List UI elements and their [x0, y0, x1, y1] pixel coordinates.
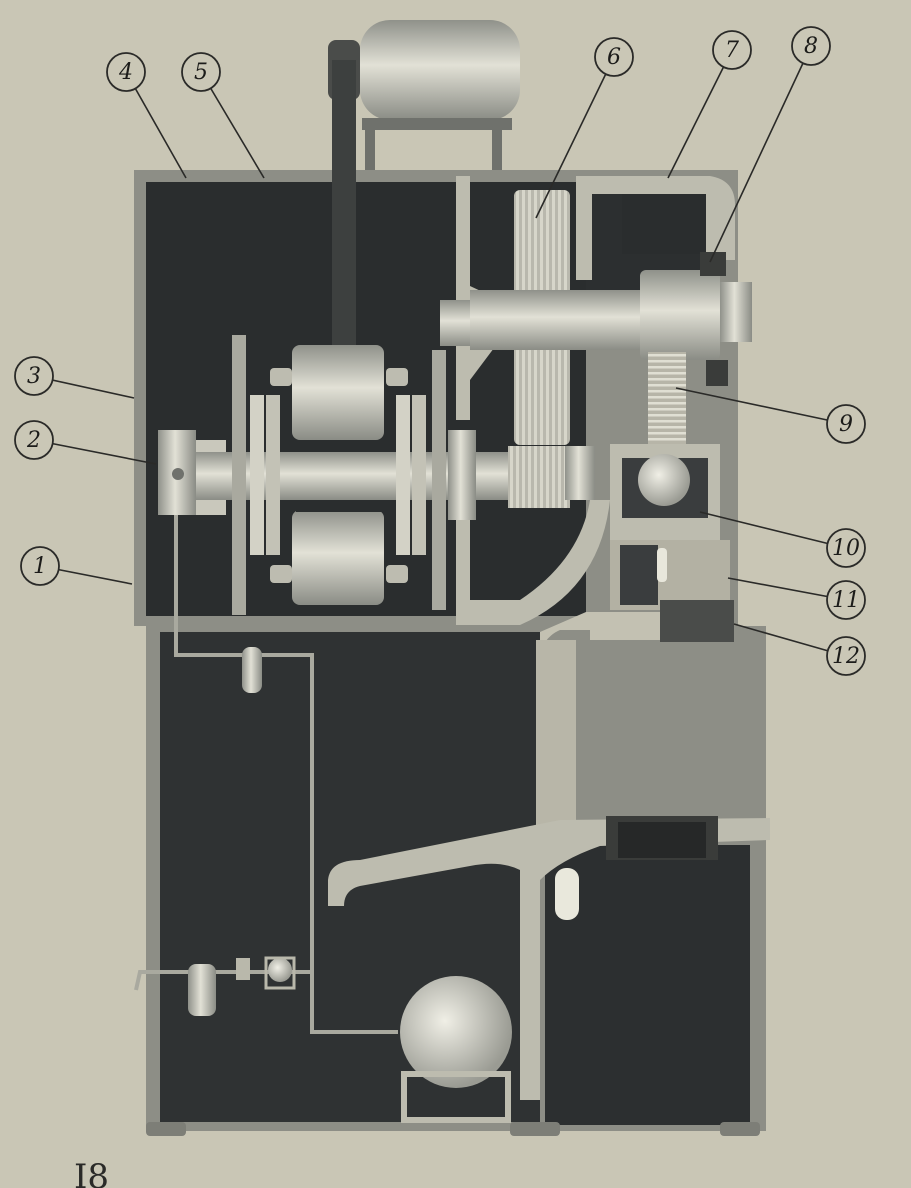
- callout-number: 12: [832, 644, 860, 669]
- callout-number: 9: [839, 412, 853, 437]
- callout-number: 10: [832, 536, 860, 561]
- callout-circle: [14, 356, 54, 396]
- callout-circle: [712, 30, 752, 70]
- callout-number: 8: [804, 34, 818, 59]
- callout-number: 6: [607, 45, 621, 70]
- callout-leader: [125, 71, 187, 179]
- figure-mark: I8: [74, 1157, 109, 1188]
- callout-leader: [667, 49, 733, 179]
- callout-7: 7: [667, 30, 752, 179]
- callout-leader: [727, 577, 847, 601]
- callout-10: 10: [699, 511, 866, 568]
- callout-3: 3: [14, 356, 135, 399]
- callout-circle: [791, 26, 831, 66]
- callout-circle: [14, 420, 54, 460]
- right-motor: [606, 816, 718, 860]
- oil-line: [134, 515, 398, 1034]
- callout-leader: [200, 71, 265, 179]
- callout-8: 8: [709, 26, 831, 263]
- callout-leader: [699, 511, 847, 549]
- callout-circle: [594, 37, 634, 77]
- callout-6: 6: [535, 37, 634, 219]
- callout-number: 1: [33, 554, 47, 579]
- output-shaft: [440, 252, 752, 386]
- callout-5: 5: [181, 52, 265, 179]
- callout-11: 11: [727, 577, 866, 620]
- callout-12: 12: [733, 623, 866, 676]
- callout-leader: [709, 45, 812, 263]
- ball-bearing: [610, 444, 720, 540]
- callout-number: 11: [832, 588, 860, 613]
- callout-number: 2: [26, 428, 41, 453]
- clutch-assembly: [158, 335, 595, 615]
- pump-motor: [400, 976, 512, 1123]
- side-housing: [590, 540, 734, 642]
- callout-circle: [826, 636, 866, 676]
- callout-number: 3: [27, 364, 41, 389]
- callout-leader: [33, 439, 157, 465]
- callout-2: 2: [14, 420, 157, 465]
- callout-9: 9: [675, 387, 866, 444]
- callout-leader: [675, 387, 847, 425]
- callout-number: 7: [725, 38, 739, 63]
- callout-circle: [826, 580, 866, 620]
- callout-circle: [106, 52, 146, 92]
- callout-number: 5: [194, 60, 208, 85]
- gear-housing: [456, 176, 735, 625]
- callout-1: 1: [20, 546, 133, 586]
- support-arm: [328, 818, 770, 1100]
- callout-circle: [20, 546, 60, 586]
- callout-leader: [535, 56, 615, 219]
- callout-circle: [826, 404, 866, 444]
- drive-belt: [332, 60, 356, 400]
- callout-circle: [826, 528, 866, 568]
- callout-4: 4: [106, 52, 187, 179]
- callout-number: 4: [118, 60, 133, 85]
- callout-circle: [181, 52, 221, 92]
